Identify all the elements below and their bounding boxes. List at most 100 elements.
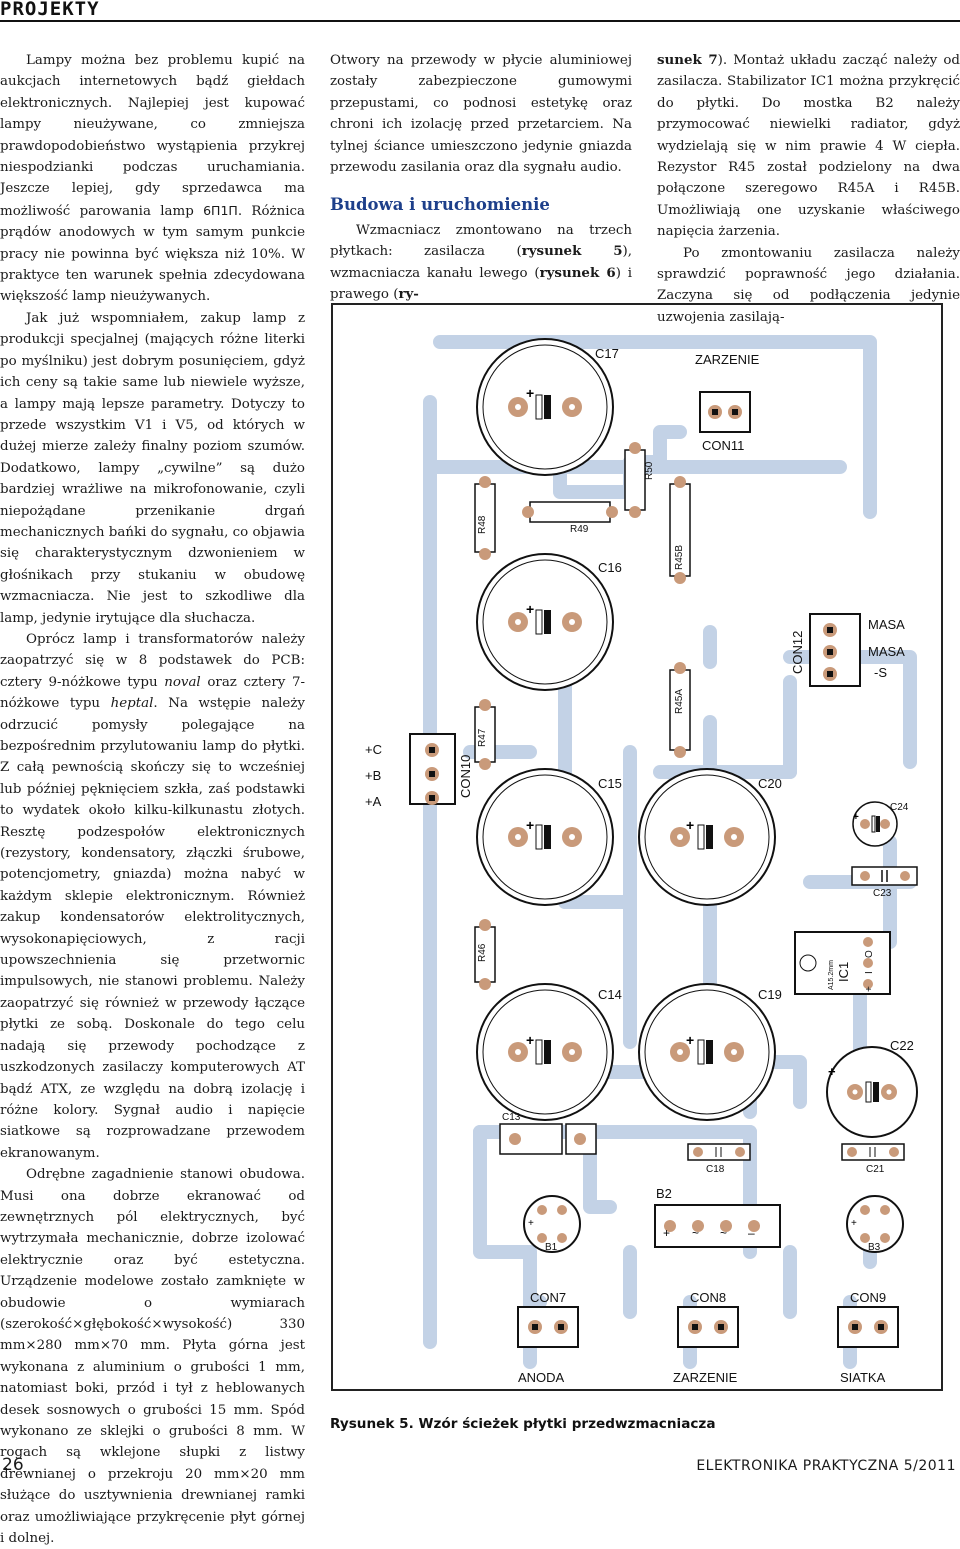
label-r45b: R45B [674, 545, 685, 570]
label-con7: CON7 [530, 1290, 566, 1305]
paragraph: Lampy można bez problemu kupić na aukcja… [0, 53, 305, 305]
resistor-r49 [529, 501, 611, 523]
figure-caption: Rysunek 5. Wzór ścieżek płytki przedwzma… [330, 1416, 716, 1432]
svg-text:+: + [526, 1032, 534, 1048]
label-ic-plus: + [864, 986, 875, 992]
svg-text:+: + [853, 812, 859, 823]
label-plus-c: +C [365, 742, 382, 757]
label-con12: CON12 [790, 631, 805, 674]
svg-text:+: + [528, 1218, 534, 1229]
capacitor-c16: + [476, 553, 614, 691]
label-c23: C23 [873, 888, 892, 899]
svg-text:+: + [663, 1226, 670, 1240]
label-ic-o: O [864, 950, 875, 958]
paragraph: sunek 7). Montaż układu zacząć należy od… [657, 52, 960, 240]
resistors [474, 449, 691, 983]
page-header: PROJEKTY [0, 0, 960, 22]
text-column-1: Lampy można bez problemu kupić na aukcja… [0, 50, 305, 1549]
bridge-b3: + [846, 1195, 904, 1253]
paragraph: Oprócz lamp i transformatorów należy zao… [0, 631, 305, 1161]
paragraph: Jak już wspomniałem, zakup lamp z produk… [0, 310, 305, 626]
label-minus-s: -S [874, 665, 887, 680]
svg-text:+: + [526, 817, 534, 833]
connector-con8 [677, 1306, 739, 1348]
svg-text:~: ~ [720, 1226, 727, 1240]
connector-con10 [409, 733, 456, 805]
label-con9: CON9 [850, 1290, 886, 1305]
label-c13: C13 [502, 1112, 521, 1123]
label-plus-a: +A [365, 794, 382, 809]
pcb-figure: + + + + [330, 302, 960, 1412]
label-b2: B2 [656, 1186, 672, 1201]
paragraph: Odrębne zagadnienie stanowi obudowa. Mus… [0, 1167, 305, 1547]
label-con8: CON8 [690, 1290, 726, 1305]
label-r48: R48 [477, 515, 488, 534]
capacitor-c24: + [852, 801, 898, 847]
svg-text:+: + [686, 817, 694, 833]
page-number: 26 [2, 1455, 24, 1475]
label-masa-2: MASA [868, 644, 905, 659]
connector-con7 [517, 1306, 579, 1348]
svg-text:+: + [828, 1064, 836, 1079]
paragraph: Otwory na przewody w płycie aluminiowej … [330, 53, 632, 176]
label-zarzenie-bottom: ZARZENIE [673, 1370, 738, 1385]
resistor-r50 [624, 449, 646, 511]
label-ic1: IC1 [836, 962, 851, 982]
capacitor-c13 [499, 1123, 597, 1155]
capacitor-c20: + [638, 768, 776, 906]
label-masa-1: MASA [868, 617, 905, 632]
board-outline [331, 303, 943, 1391]
capacitor-c21 [841, 1143, 905, 1161]
label-r47: R47 [477, 728, 488, 747]
label-c19: C19 [758, 987, 782, 1002]
label-con11: CON11 [702, 438, 744, 453]
capacitor-c19: + [638, 983, 776, 1121]
capacitor-c22: + [826, 1046, 918, 1138]
label-a15: A15.2mm [828, 960, 835, 990]
bridge-b2: + ~ ~ – [654, 1204, 781, 1248]
text-column-3: sunek 7). Montaż układu zacząć należy od… [657, 50, 960, 328]
connector-con11 [699, 391, 751, 433]
label-b1: B1 [545, 1242, 558, 1253]
connector-con12 [809, 613, 861, 687]
connector-con9 [837, 1306, 899, 1348]
text-column-2: Otwory na przewody w płycie aluminiowej … [330, 50, 632, 305]
capacitor-c23 [851, 866, 918, 886]
label-r46: R46 [477, 943, 488, 962]
paragraph: Po zmontowaniu zasilacza należy sprawdzi… [657, 245, 960, 325]
label-anoda: ANODA [518, 1370, 565, 1385]
svg-text:+: + [526, 601, 534, 617]
label-plus-b: +B [365, 768, 381, 783]
label-siatka: SIATKA [840, 1370, 886, 1385]
capacitor-c17: + [476, 338, 614, 476]
capacitor-c14: + [476, 983, 614, 1121]
label-r49: R49 [570, 524, 589, 535]
regulator-ic1 [794, 931, 891, 995]
section-title: PROJEKTY [0, 0, 100, 20]
svg-text:~: ~ [692, 1226, 699, 1240]
label-c21: C21 [866, 1164, 885, 1175]
pcb-layout-diagram: + + + + [331, 303, 943, 1391]
capacitor-c15: + [476, 768, 614, 906]
svg-text:+: + [686, 1032, 694, 1048]
label-c18: C18 [706, 1164, 725, 1175]
label-c24: C24 [890, 802, 909, 813]
svg-text:–: – [748, 1226, 755, 1240]
label-zarzenie-top: ZARZENIE [695, 352, 760, 367]
label-r45a: R45A [674, 689, 685, 714]
label-c14: C14 [598, 987, 622, 1002]
svg-text:+: + [526, 385, 534, 401]
label-c20: C20 [758, 776, 782, 791]
magazine-footer: ELEKTRONIKA PRAKTYCZNA 5/2011 [696, 1458, 956, 1474]
label-c15: C15 [598, 776, 622, 791]
label-r50: R50 [644, 461, 655, 480]
label-c22: C22 [890, 1038, 914, 1053]
section-heading: Budowa i uruchomienie [330, 195, 550, 215]
capacitor-c18 [687, 1143, 751, 1161]
label-c16: C16 [598, 560, 622, 575]
label-b3: B3 [868, 1242, 881, 1253]
paragraph: Wzmacniacz zmontowano na trzech płytkach… [330, 222, 632, 303]
header-rule [0, 20, 960, 22]
bridge-b1: + [523, 1195, 581, 1253]
label-ic-i: I [864, 971, 875, 974]
